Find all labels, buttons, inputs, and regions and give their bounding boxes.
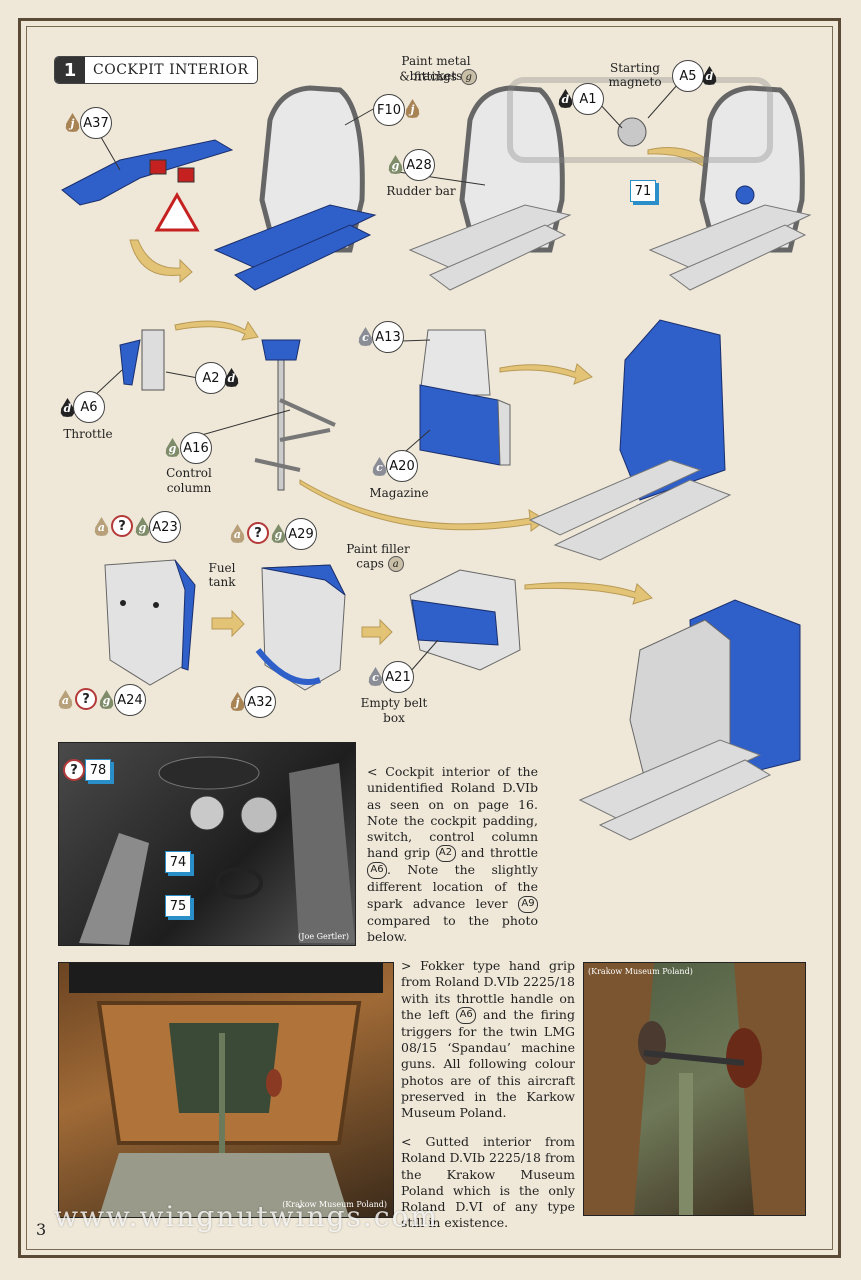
- photo-credit: (Joe Gertler): [298, 932, 349, 941]
- part-a29: A29: [285, 518, 317, 550]
- seat-assembly-2: [578, 599, 801, 841]
- page-border: [18, 18, 841, 1258]
- part-a13: A13: [372, 321, 404, 353]
- arrow-1: [129, 239, 193, 284]
- unknown-color-icon: ?: [111, 515, 133, 537]
- arrow-3: [499, 363, 593, 385]
- photo-cockpit-bw: ? 78 74 75 (Joe Gertler): [58, 742, 356, 946]
- part-a24: A24: [114, 684, 146, 716]
- photo-ref-78: 78: [85, 759, 111, 781]
- warning-triangle-icon: [154, 191, 200, 232]
- label-magneto: magneto: [608, 75, 662, 89]
- photo-credit: (Krakow Museum Poland): [282, 1200, 387, 1209]
- website-watermark: www.wingnutwings.com: [54, 1200, 439, 1233]
- magazine-part: [419, 329, 511, 466]
- label-paint-metal: Paint metal brackets: [401, 54, 471, 83]
- label-magazine: Magazine: [369, 486, 429, 500]
- unknown-color-icon: ?: [63, 759, 85, 781]
- part-f10: F10: [373, 94, 405, 126]
- label-paint-filler: Paint filler: [346, 542, 410, 556]
- photo-credit: (Krakow Museum Poland): [588, 967, 693, 976]
- fuel-tank-b: [255, 564, 346, 691]
- label-rudder-bar: Rudder bar: [386, 184, 456, 198]
- part-a28: A28: [403, 149, 435, 181]
- unknown-color-icon: ?: [247, 522, 269, 544]
- arrow-6: [361, 618, 393, 646]
- ref-a2: A2: [435, 845, 456, 863]
- photo-hand-grip: (Krakow Museum Poland): [583, 962, 806, 1216]
- photo-ref-71: 71: [630, 180, 656, 202]
- part-a23: A23: [149, 511, 181, 543]
- paint-a-icon: a: [387, 556, 404, 572]
- part-a21: A21: [382, 661, 414, 693]
- ref-a6: A6: [456, 1006, 477, 1024]
- paint-g-icon: g: [460, 69, 477, 85]
- page-border-inner: [26, 26, 833, 1250]
- wingnut-logo-watermark: [507, 77, 773, 163]
- arrow-4: [299, 479, 547, 532]
- caption-hand-grip: > Fokker type hand grip from Roland D.VI…: [401, 958, 575, 1121]
- part-a6: A6: [73, 391, 105, 423]
- arrow-2: [174, 320, 259, 341]
- fuel-tank-a: [104, 559, 196, 686]
- floor-rails: [213, 204, 812, 291]
- part-a5: A5: [672, 60, 704, 92]
- caption-gutted-interior: < Gutted interior from Roland D.VIb 2225…: [401, 1134, 575, 1231]
- photo-ref-74: 74: [165, 851, 191, 873]
- label-fittings: & fittings g: [398, 69, 478, 85]
- photo-gutted-interior-drawing: [69, 963, 383, 1217]
- label-starting: Starting: [609, 61, 660, 75]
- arrow-5: [211, 609, 245, 638]
- photo-ref-75: 75: [165, 895, 191, 917]
- unknown-color-icon: ?: [75, 688, 97, 710]
- label-fuel: Fuel: [208, 561, 236, 575]
- part-a32: A32: [244, 686, 276, 718]
- step-number: 1: [55, 57, 85, 83]
- ref-a9: A9: [517, 895, 538, 913]
- part-a1: A1: [572, 83, 604, 115]
- label-empty-belt-box: Empty belt box: [360, 696, 428, 725]
- ref-a6: A6: [367, 862, 387, 880]
- label-caps: caps a: [355, 556, 405, 572]
- magneto-part: [617, 117, 647, 147]
- control-column-part: [254, 339, 336, 491]
- magneto-installed: [735, 185, 755, 205]
- part-a37: A37: [80, 107, 112, 139]
- throttle-part: [119, 329, 165, 391]
- caption-cockpit-interior: < Cockpit interior of the unidentified R…: [367, 764, 538, 945]
- photo-hand-grip-drawing: [584, 963, 805, 1215]
- part-a20: A20: [386, 450, 418, 482]
- photo-gutted-interior: (Krakow Museum Poland): [58, 962, 394, 1218]
- fuel-tank-c: [409, 569, 521, 671]
- label-control-column: Control column: [166, 466, 212, 495]
- page-number: 3: [36, 1220, 47, 1239]
- part-a16: A16: [180, 432, 212, 464]
- photo-cockpit-bw-drawing: [79, 756, 355, 945]
- label-throttle: Throttle: [63, 427, 113, 441]
- seat-assembly-1: [528, 319, 732, 561]
- arrow-7: [524, 582, 653, 605]
- step-title: COCKPIT INTERIOR: [93, 62, 249, 78]
- part-a2: A2: [195, 362, 227, 394]
- step-badge: 1 COCKPIT INTERIOR: [54, 56, 258, 84]
- rudder-bar-part: [61, 139, 234, 206]
- label-tank: tank: [208, 575, 236, 589]
